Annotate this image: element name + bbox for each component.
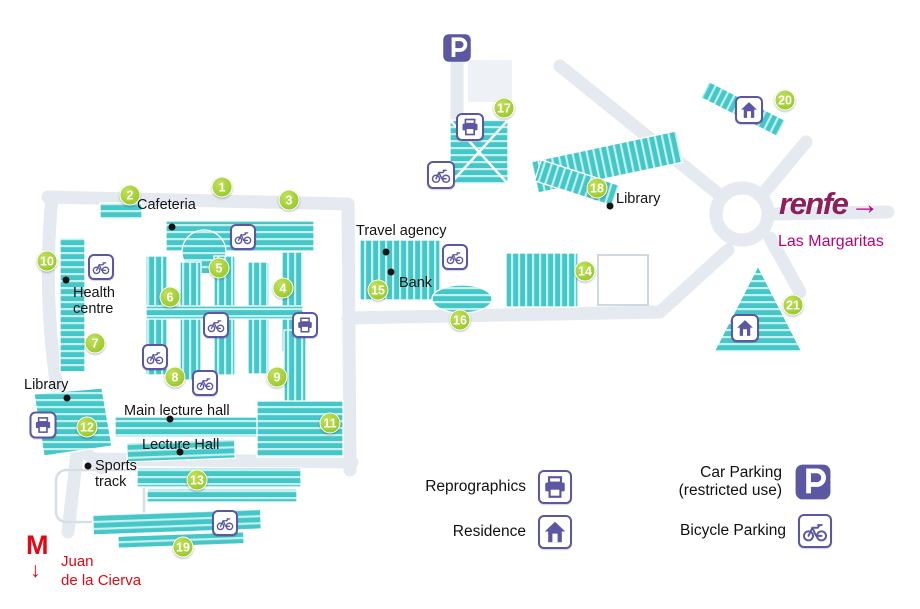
map-badge-8: 8 [164,366,186,388]
legend-text-reprographics: Reprographics [425,478,526,496]
map-dot-lecture-hall [176,448,184,456]
printer-icon [538,470,572,504]
metro-arrow-icon: ↓ [30,559,41,582]
renfe-logo: renfe→ [779,186,879,222]
map-label-lecture-hall: Lecture Hall [142,437,220,453]
renfe-wordmark: renfe [779,186,849,221]
map-badge-16: 16 [449,309,471,331]
legend-label-car-parking: Car Parking (restricted use) [679,464,782,500]
building-14 [505,252,579,308]
metro-icon: M [26,530,49,560]
house-icon [731,314,759,342]
map-badge-15: 15 [367,279,389,301]
map-badge-19: 19 [172,536,194,558]
metro-station-line2: de la Cierva [61,571,142,589]
legend-text-residence: Residence [452,523,526,541]
renfe-arrow-icon: → [850,189,880,221]
map-label-library-right: Library [616,191,661,207]
map-badge-20: 20 [774,89,796,111]
printer-icon [292,312,318,338]
legend-text-bicycle-parking: Bicycle Parking [680,522,786,540]
printer-icon [456,113,484,141]
metro-station-label: Juan de la Cierva [61,553,141,591]
map-label-bank: Bank [399,275,433,291]
bicycle-icon [212,510,238,536]
building-health-centre [59,237,86,373]
bicycle-icon [798,514,832,548]
map-label-library-left: Library [24,377,69,393]
house-icon [735,96,763,124]
map-badge-18: 18 [586,177,608,199]
map-badge-4: 4 [272,277,294,299]
map-badge-12: 12 [76,416,98,438]
map-badge-9: 9 [266,366,288,388]
parking-icon [442,33,472,63]
legend-item-car-parking: Car Parking (restricted use) [679,463,832,501]
map-dot-sports-track [84,462,92,470]
legend-text-car-parking-1: Car Parking [700,464,782,482]
map-label-travel-agency: Travel agency [356,223,447,239]
map-label-cafeteria: Cafeteria [137,197,196,213]
map-dot-travel-agency [382,248,390,256]
map-badge-7: 7 [84,332,106,354]
building-13b [146,488,298,503]
map-badge-10: 10 [36,250,58,272]
building-bar-2 [179,261,202,381]
map-badge-11: 11 [319,412,341,434]
map-badge-13: 13 [186,469,208,491]
map-badge-17: 17 [493,97,515,119]
legend-item-reprographics: Reprographics [425,470,572,504]
legend-item-residence: Residence [453,515,572,549]
map-badge-6: 6 [159,286,181,308]
bicycle-icon [442,244,468,270]
parking-icon [794,463,832,501]
map-dot-cafeteria [168,223,176,231]
bicycle-icon [427,161,455,189]
renfe-station-label: Las Margaritas [778,233,884,250]
map-dot-bank [387,268,395,276]
bicycle-icon [230,224,256,250]
legend-text-car-parking-2: (restricted use) [678,482,782,499]
map-badge-14: 14 [574,260,596,282]
footprints [54,60,649,524]
map-dot-library-left [63,394,71,402]
building-13a [136,467,302,488]
bicycle-icon [192,370,218,396]
printer-icon [29,411,57,439]
bicycle-icon [142,344,168,370]
legend-label-bicycle-parking: Bicycle Parking [680,522,786,540]
legend-label-reprographics: Reprographics [425,478,526,496]
map-badge-5: 5 [208,257,230,279]
map-badge-2: 2 [119,184,141,206]
legend-label-residence: Residence [453,523,526,541]
legend-item-bicycle-parking: Bicycle Parking [680,514,832,548]
bicycle-icon [88,254,114,280]
map-dot-library-right [606,202,614,210]
map-label-main-lecture-hall: Main lecture hall [124,403,230,419]
map-dot-health-centre [62,276,70,284]
map-badge-1: 1 [211,176,233,198]
map-dot-main-lecture-hall [166,415,174,423]
metro-station-line1: Juan [61,553,94,570]
house-icon [538,515,572,549]
building-2 [99,202,143,220]
map-badge-3: 3 [278,189,300,211]
bicycle-icon [203,312,229,338]
map-badge-21: 21 [782,294,804,316]
